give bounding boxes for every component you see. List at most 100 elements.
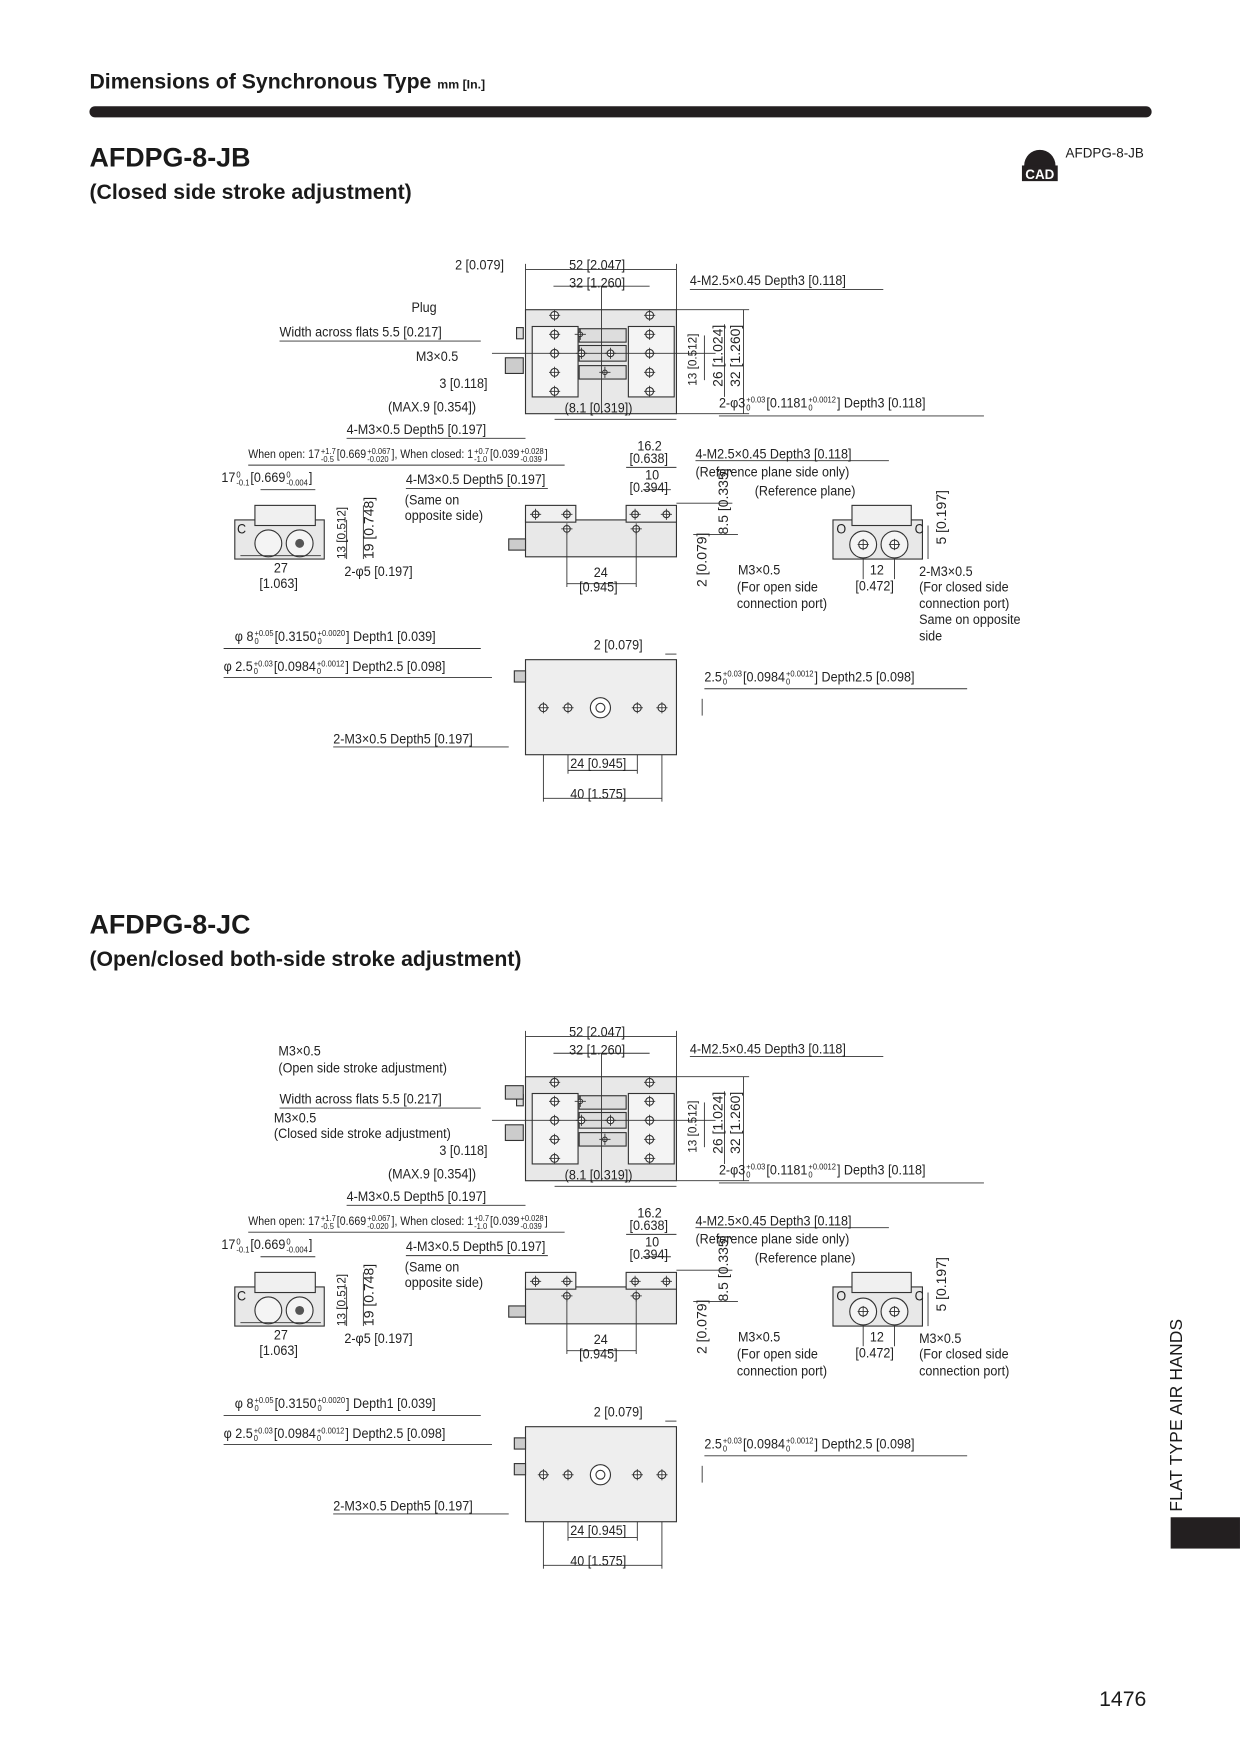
dimension-label: (For closed side [919,579,1009,595]
label-part: φ 8 [234,1395,254,1412]
dimension-label: (MAX.9 [0.354]) [387,1166,477,1182]
dimension-label: C [237,521,247,537]
dimension-label: 24 [0.945] [570,1522,627,1539]
dimension-label: 2-M3×0.5 Depth5 [0.197] [333,731,473,747]
dimension-label: 24 [593,1331,608,1348]
side-jaw-left [524,504,577,523]
dimension-label: 12 [869,562,884,579]
dimension-label: 2-M3×0.5 [919,563,973,580]
label-part: 2.5 [704,1435,722,1452]
dimension-label: side [919,628,943,645]
dimension-label: connection port) [919,1362,1010,1379]
dimension-label: 2 [0.079] [593,637,643,653]
side-tab-label: FLAT TYPE AIR HANDS [1167,1318,1187,1512]
dimension-label: 40 [1.575] [570,1553,627,1569]
dimension-label: M3×0.5 [737,1329,781,1346]
dimension-label: 26 [1.024] [709,324,726,387]
dimension-label: 24 [593,564,608,581]
dimension-label: O [836,1288,847,1304]
label-part: 0 [317,1403,322,1414]
dimension-label: 10 [645,1234,660,1251]
label-part: +0.03 [746,394,766,405]
dimension-label: [0.638] [629,450,668,467]
adjust-screw-icon [504,1085,524,1100]
label-part: [0.0984 [273,658,316,675]
label-part: 0 [746,402,751,413]
end-view-body [832,519,923,560]
label-part: +0.0012 [316,658,345,669]
dimension-label: [0.945] [579,579,618,595]
dimension-label: connection port) [919,595,1010,612]
side-tab-marker [1170,1517,1240,1549]
label-part: +0.0012 [316,1425,345,1436]
dimension-label: Plug [411,299,437,316]
tolerance-part: -0.5 [320,1220,334,1232]
dimension-label: 13 [0.512] [335,506,349,560]
label-part: φ 8 [234,628,254,645]
label-part: ] Depth3 [0.118] [836,395,926,411]
label-part: +0.0012 [786,668,814,679]
dimension-label: 32 [1.260] [569,275,626,291]
label-part: +0.0020 [317,1395,346,1406]
model-title-jb: AFDPG-8-JB [89,143,251,174]
dimension-label: O [836,521,847,537]
port-center [295,538,305,548]
dimension-label: 4-M3×0.5 Depth5 [0.197] [405,471,546,488]
svg-text:CAD: CAD [1025,167,1054,182]
tolerance-part: 0 [236,469,241,480]
label-part: 0 [316,666,322,677]
dimension-label: 2-φ5 [0.197] [344,1330,413,1347]
dimension-label: C [914,521,924,537]
dimension-label: 16.2 [637,438,662,454]
tolerance-part: -0.1 [236,477,250,488]
dimension-label: 4-M3×0.5 Depth5 [0.197] [346,421,487,438]
label-part: 2-φ3 [718,395,746,411]
label-part: 2-φ3 [718,1162,746,1178]
cad-model-label: AFDPG-8-JB [1065,145,1144,162]
dimension-label: 27 [273,560,288,576]
label-part: [0.0984 [743,668,786,685]
label-part: +0.0012 [786,1435,814,1446]
label-part: 2.5 [704,668,722,685]
label-part: [0.0984 [273,1425,316,1442]
dimension-label: 40 [1.575] [570,786,627,802]
section-header: Dimensions of Synchronous Type mm [In.] [89,70,485,95]
dimension-label: (Reference plane) [754,1250,856,1266]
label-part: 17 [221,1236,236,1253]
cad-icon[interactable]: CAD [1021,145,1059,182]
label-part: [0.039 [490,448,520,462]
label-part: 0 [722,676,728,687]
dimension-label: M3×0.5 [415,348,459,365]
label-part: φ 2.5 [223,1425,253,1442]
dimension-label: 24 [0.945] [570,755,627,772]
label-part: 17 [221,469,236,486]
label-part: ] Depth2.5 [0.098] [814,668,915,685]
dimension-label: C [237,1288,247,1304]
side-view-body [524,1286,678,1325]
dimension-label: 5 [0.197] [933,490,950,545]
dimension-label: connection port) [736,1362,828,1379]
dimension-label: C [914,1288,924,1304]
dimension-label: 52 [2.047] [569,257,626,273]
label-part: 0 [317,636,322,647]
port-center [295,1305,305,1315]
dimension-label: 4-M3×0.5 Depth5 [0.197] [346,1188,487,1205]
label-part: [0.0984 [743,1435,786,1452]
side-view-body [524,519,678,558]
units-label: mm [In.] [437,78,486,92]
tolerance-part: -0.039 [520,1220,542,1232]
dimension-label: M3×0.5 [737,562,781,579]
end-view-jaw [851,1271,912,1294]
label-part: [0.1181 [766,1162,808,1178]
dimension-label: (MAX.9 [0.354]) [387,399,477,415]
dimension-label: Same on opposite [919,611,1021,628]
tolerance-part: -0.020 [367,1220,389,1232]
dimension-label: 2 [0.079] [694,1299,710,1355]
dimension-label: 2 [0.079] [593,1404,643,1420]
